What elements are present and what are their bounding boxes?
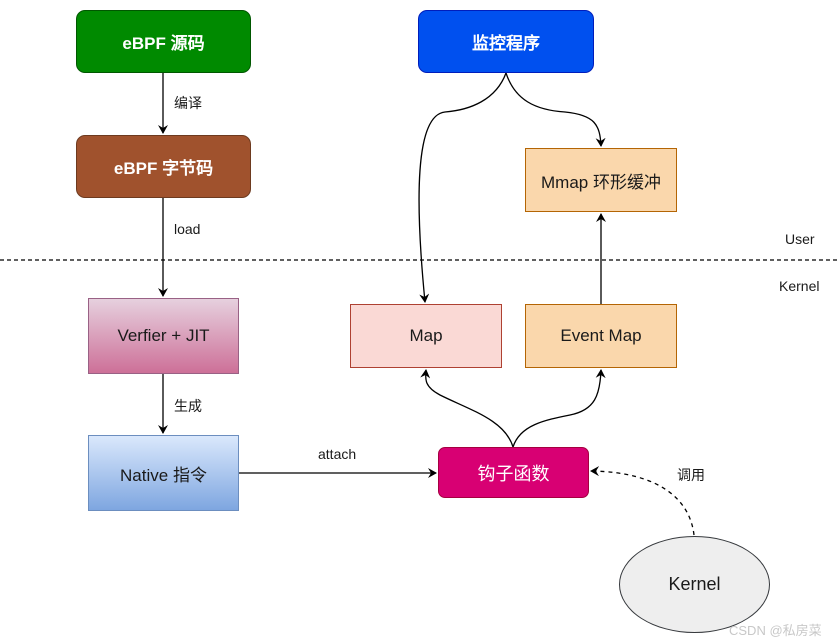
edge-label-generate: 生成 [174,398,202,414]
node-label: Event Map [560,326,642,345]
node-kernel[interactable]: Kernel [619,536,770,633]
node-verifier-jit[interactable]: Verfier + JIT [88,298,239,374]
node-label: 监控程序 [472,34,540,53]
node-label: eBPF 字节码 [113,159,214,178]
node-label: Mmap 环形缓冲 [541,172,661,192]
node-label: Kernel [668,574,721,594]
edge-hook-eventmap [512,369,606,448]
node-label: eBPF 源码 [122,34,205,53]
edge-label-attach: attach [318,446,357,462]
node-event-map[interactable]: Event Map [525,304,677,368]
edge-monitor-mmap [505,72,606,147]
node-hook-function[interactable]: 钩子函数 [438,447,589,498]
edge-label-call: 调用 [677,467,705,483]
node-label: Verfier + JIT [117,326,210,345]
node-label: 钩子函数 [477,463,550,484]
watermark: CSDN @私房菜 [729,623,822,638]
node-ebpf-bytecode[interactable]: eBPF 字节码 [76,135,251,198]
edge-monitor-map [418,72,507,303]
edge-label-compile: 编译 [174,95,202,111]
node-label: Native 指令 [120,465,207,485]
zone-label-user: User [785,231,815,247]
edge-label-load: load [174,221,201,237]
node-monitor-program[interactable]: 监控程序 [418,10,594,73]
node-ebpf-source[interactable]: eBPF 源码 [76,10,251,73]
node-native-instructions[interactable]: Native 指令 [88,435,239,511]
zone-label-kernel: Kernel [779,278,820,294]
edge-hook-map [420,369,514,448]
node-map[interactable]: Map [350,304,502,368]
node-mmap-ring-buffer[interactable]: Mmap 环形缓冲 [525,148,677,212]
node-label: Map [409,326,443,345]
